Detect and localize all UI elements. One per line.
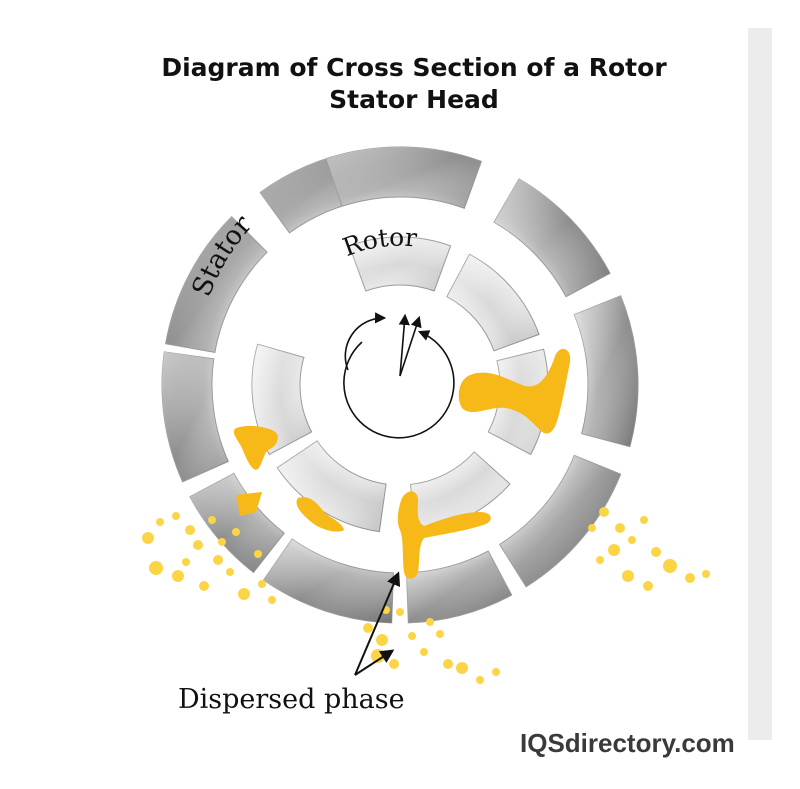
- droplet-22: [608, 544, 620, 556]
- droplet-1: [142, 532, 154, 544]
- droplet-26: [622, 570, 634, 582]
- pointer-arrow-2: [354, 649, 395, 676]
- droplet-29: [685, 573, 695, 583]
- droplet-16: [218, 538, 226, 546]
- droplet-38: [436, 630, 444, 638]
- droplet-36: [408, 632, 416, 640]
- droplet-23: [628, 536, 636, 544]
- droplet-13: [258, 580, 266, 588]
- droplet-7: [213, 555, 223, 565]
- droplet-2: [156, 518, 164, 526]
- side-strip: [748, 28, 772, 740]
- stator-segment-sheen-3: [494, 178, 611, 297]
- rotation-arrow-up-1: [398, 313, 410, 377]
- droplet-24: [640, 516, 648, 524]
- stator-segment-sheen-2: [326, 147, 482, 209]
- title-line-1: Diagram of Cross Section of a Rotor: [161, 53, 667, 82]
- dispersed-blob-bottom-mid: [296, 497, 344, 532]
- stator-segment-sheen-9: [161, 351, 229, 482]
- droplet-40: [456, 662, 468, 674]
- droplet-6: [208, 516, 216, 524]
- droplet-8: [149, 561, 163, 575]
- stator-segment-sheen-4: [574, 295, 639, 447]
- droplet-25: [651, 547, 661, 557]
- droplet-17: [232, 528, 240, 536]
- dispersed-phase-pointers: [354, 571, 401, 676]
- rotation-indicator: [343, 312, 455, 439]
- dispersed-phase-blobs: [233, 348, 571, 579]
- dispersed-blob-lower-left: [236, 492, 262, 516]
- droplet-44: [396, 608, 404, 616]
- watermark-text: IQSdirectory.com: [520, 728, 735, 758]
- rotation-arrow-circle: [343, 330, 455, 439]
- droplet-20: [599, 507, 609, 517]
- droplet-10: [199, 581, 209, 591]
- droplet-33: [376, 634, 388, 646]
- stator-segment-sheen-6: [406, 551, 512, 623]
- dispersed-phase-label: Dispersed phase: [178, 684, 405, 715]
- droplet-3: [172, 512, 180, 520]
- rotation-arrow-up-2: [399, 315, 422, 377]
- droplet-43: [426, 618, 434, 626]
- stator-ring: [161, 146, 639, 624]
- droplet-19: [588, 524, 596, 532]
- droplet-4: [185, 525, 195, 535]
- dispersed-blob-right: [458, 348, 571, 434]
- diagram-title: Diagram of Cross Section of a Rotor Stat…: [0, 52, 800, 116]
- droplet-18: [254, 550, 262, 558]
- droplet-42: [492, 668, 500, 676]
- droplet-30: [702, 570, 710, 578]
- droplet-21: [615, 523, 625, 533]
- title-line-2: Stator Head: [329, 85, 499, 114]
- stator-segment-sheen-8: [189, 473, 285, 573]
- droplet-41: [476, 676, 484, 684]
- droplet-39: [443, 659, 453, 669]
- droplet-37: [420, 648, 428, 656]
- droplet-5: [193, 540, 203, 550]
- droplet-27: [643, 581, 653, 591]
- droplet-28: [663, 559, 677, 573]
- rotor-segment-sheen-1: [349, 236, 451, 291]
- stator-segment-sheen-5: [499, 455, 621, 587]
- rotation-arrow-small: [344, 312, 387, 371]
- rotor-segment-sheen-2: [446, 254, 540, 351]
- rotor-ring: [251, 236, 549, 533]
- droplet-spray: [142, 507, 710, 684]
- rotor-segment-sheen-5: [277, 440, 387, 532]
- stator-segment-sheen-7: [263, 539, 394, 623]
- droplet-14: [268, 596, 276, 604]
- rotor-segment-sheen-4: [410, 451, 510, 533]
- droplet-9: [172, 570, 184, 582]
- pointer-arrow-1: [354, 571, 401, 676]
- droplet-31: [596, 556, 604, 564]
- dispersed-blob-left: [233, 425, 278, 470]
- rotor-segment-sheen-6: [251, 344, 312, 455]
- dispersed-blob-center: [397, 491, 491, 579]
- droplet-32: [363, 623, 373, 633]
- stator-segment-sheen-10: [165, 216, 268, 353]
- droplet-35: [389, 659, 399, 669]
- droplet-11: [226, 568, 234, 576]
- droplet-12: [238, 588, 250, 600]
- droplet-15: [182, 558, 190, 566]
